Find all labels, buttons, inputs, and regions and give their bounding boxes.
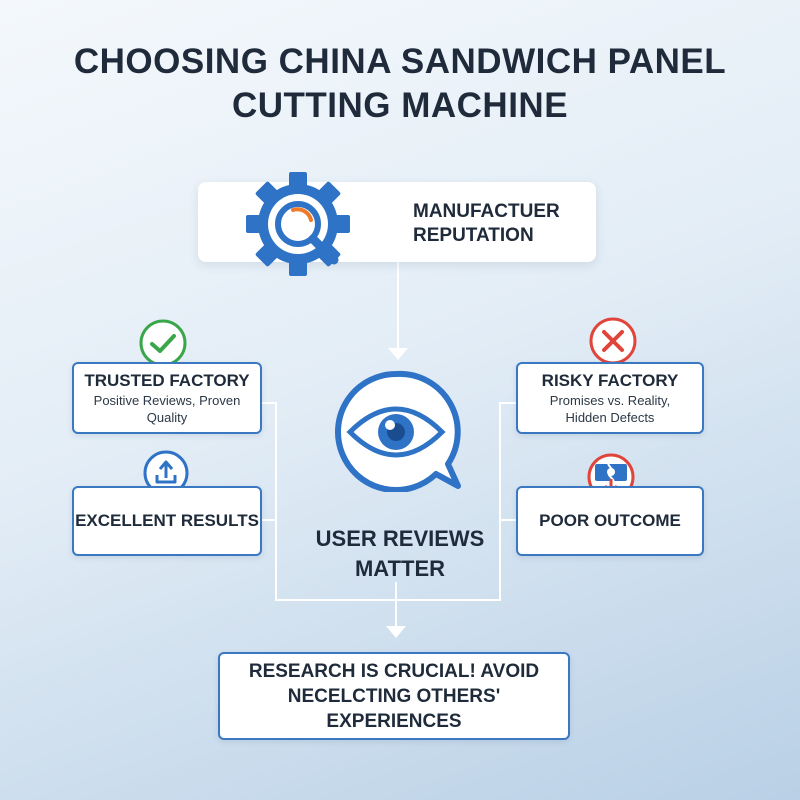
- title-line-1: CHOOSING CHINA SANDWICH PANEL: [73, 42, 727, 81]
- risky-factory-box: RISKY FACTORY Promises vs. Reality, Hidd…: [516, 362, 704, 434]
- page-title: CHOOSING CHINA SANDWICH PANEL CUTTING MA…: [0, 40, 800, 128]
- title-line-2: CUTTING MACHINE: [231, 86, 569, 125]
- research-conclusion-box: RESEARCH IS CRUCIAL! AVOID NECELCTING OT…: [218, 652, 570, 740]
- excellent-results-box: EXCELLENT RESULTS: [72, 486, 262, 556]
- arrow-down-top: [388, 348, 408, 360]
- user-reviews-label: USER REVIEWS MATTER: [315, 526, 485, 581]
- conclusion-line-1: RESEARCH IS CRUCIAL! AVOID: [248, 660, 540, 682]
- excellent-results-title: EXCELLENT RESULTS: [75, 511, 259, 530]
- poor-outcome-box: POOR OUTCOME: [516, 486, 704, 556]
- risky-factory-title: RISKY FACTORY: [541, 371, 679, 390]
- check-circle-icon: [139, 319, 187, 367]
- risky-factory-subtitle: Promises vs. Reality, Hidden Defects: [549, 393, 671, 425]
- trusted-factory-box: TRUSTED FACTORY Positive Reviews, Proven…: [72, 362, 262, 434]
- gear-magnifier-icon: [246, 172, 350, 276]
- conclusion-line-2: NECELCTING OTHERS' EXPERIENCES: [287, 685, 501, 732]
- poor-outcome-title: POOR OUTCOME: [539, 511, 681, 530]
- eye-speech-bubble-icon: [335, 370, 461, 492]
- trusted-factory-subtitle: Positive Reviews, Proven Quality: [93, 393, 241, 425]
- trusted-factory-title: TRUSTED FACTORY: [84, 371, 250, 390]
- x-circle-icon: [589, 317, 637, 365]
- arrow-down-bottom: [386, 626, 406, 638]
- manufacturer-reputation-label: MANUFACTUER REPUTATION: [413, 201, 560, 246]
